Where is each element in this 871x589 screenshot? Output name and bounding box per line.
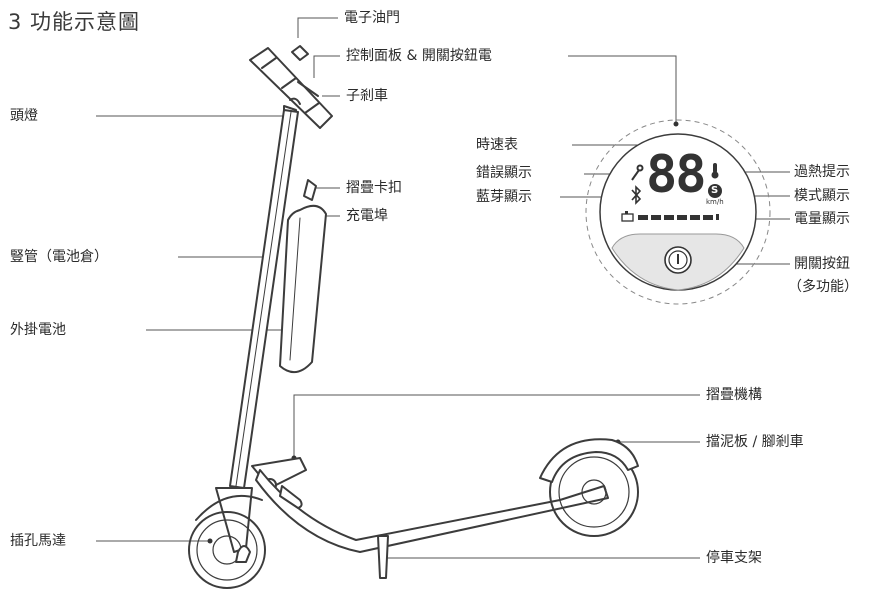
bluetooth-icon	[631, 185, 642, 205]
battery-bar	[638, 214, 719, 220]
page-title: 3 功能示意圖	[8, 10, 141, 34]
label-external-battery: 外掛電池	[10, 322, 66, 338]
label-fender-brake: 擋泥板 / 腳剎車	[706, 434, 804, 450]
fold-latch	[303, 179, 317, 201]
speed-digits: 88	[646, 145, 707, 205]
label-overheat: 過熱提示	[794, 164, 850, 180]
leader-control-panel	[313, 55, 340, 78]
mode-badge	[708, 184, 722, 198]
wrench-icon	[631, 164, 644, 181]
rear-fender	[539, 438, 639, 483]
display-panel	[585, 119, 771, 305]
mode-letter: S	[711, 185, 719, 196]
label-speedometer: 時速表	[476, 137, 518, 153]
label-battery-display: 電量顯示	[794, 211, 850, 227]
front-fender	[195, 495, 263, 521]
label-throttle: 電子油門	[344, 10, 400, 26]
label-headlight: 頭燈	[10, 108, 38, 124]
label-power-button-note: （多功能）	[788, 279, 858, 295]
label-brake: 子剎車	[346, 88, 388, 104]
label-bluetooth-display: 藍芽顯示	[476, 189, 532, 205]
label-power-button: 開關按鈕	[794, 256, 850, 272]
label-hub-motor: 插孔馬達	[10, 533, 66, 549]
label-stem-battery: 豎管（電池倉）	[10, 249, 108, 265]
battery-icon	[621, 211, 634, 222]
front-wheel	[188, 511, 266, 589]
label-fold-mechanism: 摺疊機構	[706, 387, 762, 403]
thermometer-icon	[711, 163, 719, 179]
leader-fold-mechanism	[293, 394, 700, 458]
label-fold-latch: 摺疊卡扣	[346, 180, 402, 196]
label-control-panel: 控制面板 & 開關按鈕電	[346, 48, 492, 64]
label-kickstand: 停車支架	[706, 550, 762, 566]
label-charge-port: 充電埠	[346, 208, 388, 224]
display-dashed-ring	[585, 119, 771, 305]
power-icon	[668, 250, 688, 270]
kickstand	[377, 535, 389, 579]
external-battery	[279, 204, 327, 373]
leader-display-top	[568, 55, 677, 124]
label-mode-display: 模式顯示	[794, 188, 850, 204]
label-error-display: 錯誤顯示	[476, 165, 532, 181]
scooter	[188, 45, 639, 589]
handlebar	[249, 45, 333, 129]
speed-unit: km/h	[706, 198, 724, 206]
leader-throttle	[297, 17, 338, 38]
